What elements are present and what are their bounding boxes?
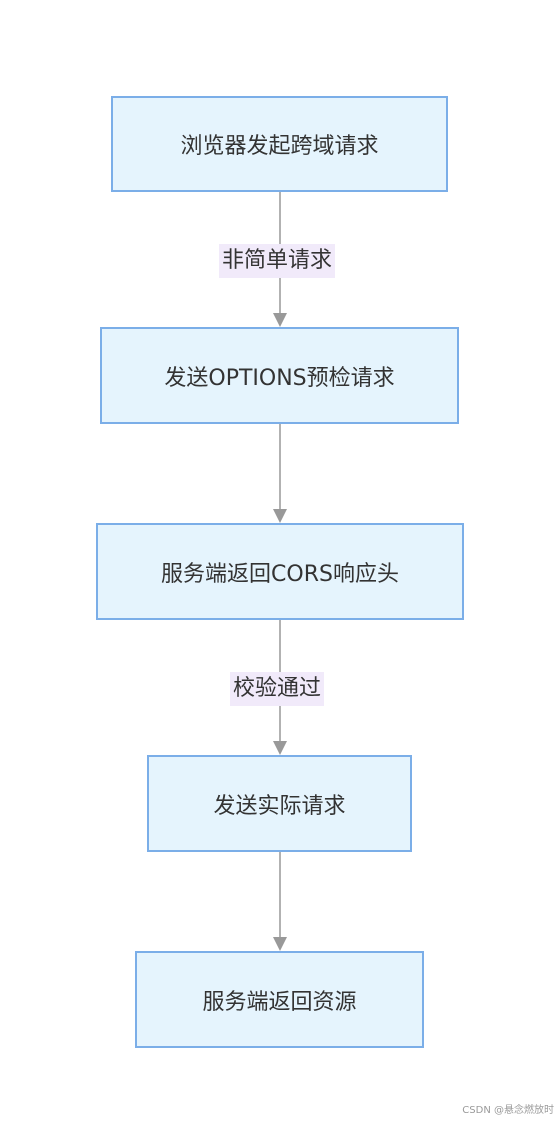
node-label: 服务端返回CORS响应头 <box>161 561 399 587</box>
edge-label-validation-passed: 校验通过 <box>230 672 325 706</box>
node-server-cors-headers: 服务端返回CORS响应头 <box>96 523 464 620</box>
arrowhead-actual <box>273 741 287 755</box>
node-label: 浏览器发起跨域请求 <box>180 134 379 159</box>
arrowhead-resource <box>273 937 287 951</box>
edge-label-non-simple-request: 非简单请求 <box>219 244 336 278</box>
arrowhead-options <box>273 313 287 327</box>
arrowhead-cors <box>273 509 287 523</box>
node-send-options-preflight: 发送OPTIONS预检请求 <box>100 327 459 424</box>
node-send-actual-request: 发送实际请求 <box>147 755 412 852</box>
node-label: 服务端返回资源 <box>202 989 357 1015</box>
node-label: 发送OPTIONS预检请求 <box>164 365 395 391</box>
node-browser-cors-request: 浏览器发起跨域请求 <box>111 96 448 192</box>
node-server-returns-resource: 服务端返回资源 <box>135 951 424 1048</box>
node-label: 发送实际请求 <box>213 793 346 819</box>
watermark: CSDN @悬念燃放时 <box>462 1105 554 1116</box>
